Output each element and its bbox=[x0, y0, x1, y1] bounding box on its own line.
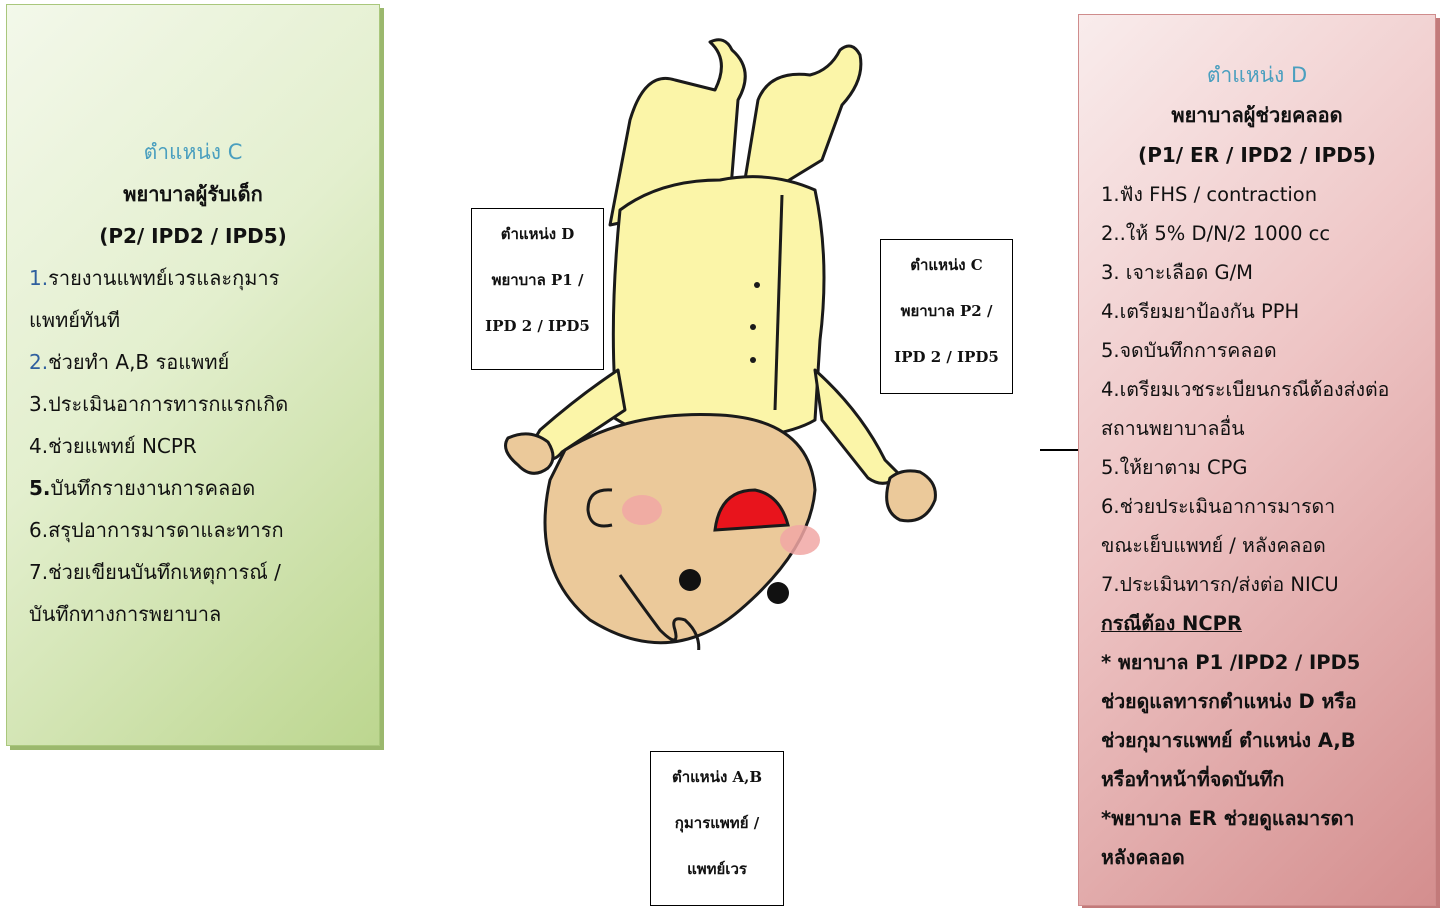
position-d-item: ขณะเย็บแพทย์ / หลังคลอด bbox=[1101, 526, 1435, 565]
position-c-item: 1.รายงานแพทย์เวรและกุมาร bbox=[29, 257, 379, 299]
label-position-ab: ตำแหน่ง A,B กุมารแพทย์ / แพทย์เวร bbox=[650, 751, 784, 906]
position-d-panel: ตำแหน่ง D พยาบาลผู้ช่วยคลอด (P1/ ER / IP… bbox=[1078, 14, 1436, 906]
label-position-c: ตำแหน่ง C พยาบาล P2 / IPD 2 / IPD5 bbox=[880, 239, 1013, 394]
position-c-item: 2.ช่วยทำ A,B รอแพทย์ bbox=[29, 341, 379, 383]
position-d-item: 3. เจาะเลือด G/M bbox=[1101, 253, 1435, 292]
ncpr-item: หรือทำหน้าที่จดบันทึก bbox=[1101, 760, 1435, 799]
ncpr-item: * พยาบาล P1 /IPD2 / IPD5 bbox=[1101, 643, 1435, 682]
position-d-units: (P1/ ER / IPD2 / IPD5) bbox=[1101, 135, 1435, 175]
ncpr-item: ช่วยกุมารแพทย์ ตำแหน่ง A,B bbox=[1101, 721, 1435, 760]
position-d-item: 1.ฟัง FHS / contraction bbox=[1101, 175, 1435, 214]
connector-line bbox=[1040, 449, 1080, 451]
position-d-item: 4.เตรียมเวชระเบียนกรณีต้องส่งต่อ bbox=[1101, 370, 1435, 409]
position-c-panel: ตำแหน่ง C พยาบาลผู้รับเด็ก (P2/ IPD2 / I… bbox=[6, 4, 380, 746]
ncpr-item: ช่วยดูแลทารกตำแหน่ง D หรือ bbox=[1101, 682, 1435, 721]
position-c-item: แพทย์ทันที bbox=[29, 299, 379, 341]
ncpr-item: *พยาบาล ER ช่วยดูแลมารดา bbox=[1101, 799, 1435, 838]
label-c-line: พยาบาล P2 / bbox=[881, 288, 1012, 334]
label-ab-line: ตำแหน่ง A,B bbox=[651, 754, 783, 800]
position-d-title: ตำแหน่ง D bbox=[1101, 55, 1435, 95]
position-d-item: 7.ประเมินทารก/ส่งต่อ NICU bbox=[1101, 565, 1435, 604]
ncpr-heading: กรณีต้อง NCPR bbox=[1101, 604, 1435, 643]
position-c-item: 4.ช่วยแพทย์ NCPR bbox=[29, 425, 379, 467]
position-d-item: 5.จดบันทึกการคลอด bbox=[1101, 331, 1435, 370]
label-d-line: IPD 2 / IPD5 bbox=[472, 303, 603, 349]
label-c-line: IPD 2 / IPD5 bbox=[881, 334, 1012, 380]
label-ab-line: กุมารแพทย์ / bbox=[651, 800, 783, 846]
position-c-item: 3.ประเมินอาการทารกแรกเกิด bbox=[29, 383, 379, 425]
position-d-item: 6.ช่วยประเมินอาการมารดา bbox=[1101, 487, 1435, 526]
position-d-item: 2..ให้ 5% D/N/2 1000 cc bbox=[1101, 214, 1435, 253]
label-d-line: พยาบาล P1 / bbox=[472, 257, 603, 303]
position-c-item: 5.บันทึกรายงานการคลอด bbox=[29, 467, 379, 509]
label-ab-line: แพทย์เวร bbox=[651, 846, 783, 892]
label-position-d: ตำแหน่ง D พยาบาล P1 / IPD 2 / IPD5 bbox=[471, 208, 604, 370]
position-c-item: บันทึกทางการพยาบาล bbox=[29, 593, 379, 635]
label-d-line: ตำแหน่ง D bbox=[472, 211, 603, 257]
position-c-role: พยาบาลผู้รับเด็ก bbox=[29, 173, 379, 215]
ncpr-item: หลังคลอด bbox=[1101, 838, 1435, 877]
position-d-role: พยาบาลผู้ช่วยคลอด bbox=[1101, 95, 1435, 135]
position-c-item: 6.สรุปอาการมารดาและทารก bbox=[29, 509, 379, 551]
position-d-item: สถานพยาบาลอื่น bbox=[1101, 409, 1435, 448]
position-c-units: (P2/ IPD2 / IPD5) bbox=[29, 215, 379, 257]
label-c-line: ตำแหน่ง C bbox=[881, 242, 1012, 288]
position-d-item: 5.ให้ยาตาม CPG bbox=[1101, 448, 1435, 487]
position-c-item: 7.ช่วยเขียนบันทึกเหตุการณ์ / bbox=[29, 551, 379, 593]
baby-head bbox=[545, 414, 820, 650]
position-c-title: ตำแหน่ง C bbox=[29, 131, 379, 173]
position-d-item: 4.เตรียมยาป้องกัน PPH bbox=[1101, 292, 1435, 331]
